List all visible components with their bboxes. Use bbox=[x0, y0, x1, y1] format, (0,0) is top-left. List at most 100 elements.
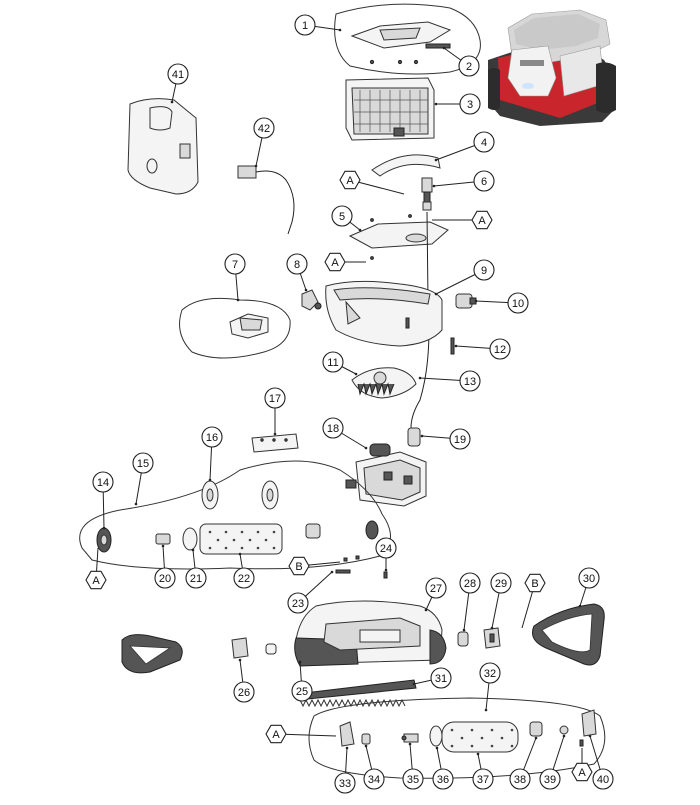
callout-34[interactable]: 34 bbox=[363, 768, 385, 790]
callout-circle-29 bbox=[490, 572, 512, 594]
callout-8[interactable]: 8 bbox=[286, 253, 308, 275]
callout-3[interactable]: 3 bbox=[459, 93, 481, 115]
leader-dot-40 bbox=[588, 734, 592, 738]
callout-16[interactable]: 16 bbox=[201, 426, 223, 448]
callout-circle-23 bbox=[287, 592, 309, 614]
leader-dot-24 bbox=[384, 568, 388, 572]
callout-30[interactable]: 30 bbox=[578, 567, 600, 589]
callout-38[interactable]: 38 bbox=[509, 768, 531, 790]
callout-29[interactable]: 29 bbox=[490, 572, 512, 594]
ref-marker-B-5[interactable]: B bbox=[288, 556, 310, 576]
callout-label-2: 2 bbox=[466, 61, 472, 73]
leader-dot-21 bbox=[191, 548, 195, 552]
leader-dot-34 bbox=[364, 744, 368, 748]
callout-12[interactable]: 12 bbox=[489, 338, 511, 360]
callout-circle-16 bbox=[201, 426, 223, 448]
callout-circle-41 bbox=[167, 63, 189, 85]
ref-marker-A-7[interactable]: A bbox=[265, 724, 287, 744]
callout-32[interactable]: 32 bbox=[479, 662, 501, 684]
part-41-power-supply bbox=[127, 98, 199, 195]
callout-circle-25 bbox=[291, 680, 313, 702]
callout-15[interactable]: 15 bbox=[132, 452, 154, 474]
leader-dot-26 bbox=[238, 658, 242, 662]
callout-circle-1 bbox=[294, 14, 316, 36]
callout-28[interactable]: 28 bbox=[459, 572, 481, 594]
callout-14[interactable]: 14 bbox=[92, 471, 114, 493]
callout-9[interactable]: 9 bbox=[473, 259, 495, 281]
callout-circle-11 bbox=[322, 351, 344, 373]
callout-label-20: 20 bbox=[159, 573, 171, 585]
callout-39[interactable]: 39 bbox=[539, 768, 561, 790]
callout-24[interactable]: 24 bbox=[375, 537, 397, 559]
callout-36[interactable]: 36 bbox=[432, 768, 454, 790]
callout-circle-42 bbox=[253, 117, 275, 139]
callout-18[interactable]: 18 bbox=[322, 417, 344, 439]
ref-label-3: A bbox=[331, 257, 339, 269]
callout-10[interactable]: 10 bbox=[507, 292, 529, 314]
part-22-brush bbox=[182, 523, 283, 555]
ref-hexagon-8 bbox=[571, 762, 593, 782]
part-39-nut bbox=[559, 725, 569, 735]
part-24-pin bbox=[383, 571, 388, 579]
ref-marker-A-8[interactable]: A bbox=[571, 762, 593, 782]
callout-label-31: 31 bbox=[435, 673, 447, 685]
ref-marker-B-6[interactable]: B bbox=[524, 573, 546, 593]
ref-marker-A-3[interactable]: A bbox=[324, 252, 346, 272]
callout-circle-40 bbox=[592, 768, 614, 790]
leader-dot-15 bbox=[134, 502, 138, 506]
callout-40[interactable]: 40 bbox=[592, 768, 614, 790]
ref-marker-A-1[interactable]: A bbox=[339, 170, 361, 190]
leader-dot-20 bbox=[161, 544, 165, 548]
group-outline-32 bbox=[308, 697, 606, 779]
callout-label-39: 39 bbox=[544, 774, 556, 786]
callout-21[interactable]: 21 bbox=[185, 567, 207, 589]
callout-25[interactable]: 25 bbox=[291, 680, 313, 702]
leader-dot-27 bbox=[424, 608, 428, 612]
ref-label-5: B bbox=[295, 561, 302, 573]
callout-circle-39 bbox=[539, 768, 561, 790]
part-4-handle bbox=[371, 154, 441, 177]
callout-1[interactable]: 1 bbox=[294, 14, 316, 36]
ref-hexagon-4 bbox=[85, 570, 107, 590]
part-20-bushing bbox=[155, 533, 171, 545]
callout-33[interactable]: 33 bbox=[334, 772, 356, 794]
part-26-chassis bbox=[294, 600, 447, 667]
callout-26[interactable]: 26 bbox=[233, 681, 255, 703]
part-35-shaft bbox=[401, 733, 419, 743]
callout-11[interactable]: 11 bbox=[322, 351, 344, 373]
callout-22[interactable]: 22 bbox=[233, 567, 255, 589]
callout-35[interactable]: 35 bbox=[402, 768, 424, 790]
callout-23[interactable]: 23 bbox=[287, 592, 309, 614]
callout-circle-36 bbox=[432, 768, 454, 790]
callout-17[interactable]: 17 bbox=[264, 387, 286, 409]
ref-hexagon-1 bbox=[339, 170, 361, 190]
ref-label-1: A bbox=[346, 175, 354, 187]
callout-label-15: 15 bbox=[137, 458, 149, 470]
callout-19[interactable]: 19 bbox=[449, 428, 471, 450]
callout-20[interactable]: 20 bbox=[154, 567, 176, 589]
callout-label-17: 17 bbox=[269, 393, 281, 405]
callout-31[interactable]: 31 bbox=[430, 667, 452, 689]
callout-circle-7 bbox=[224, 253, 246, 275]
part-30-track bbox=[532, 603, 605, 666]
leader-dot-9 bbox=[434, 292, 438, 296]
callout-label-12: 12 bbox=[494, 344, 506, 356]
callout-42[interactable]: 42 bbox=[253, 117, 275, 139]
callout-5[interactable]: 5 bbox=[331, 205, 353, 227]
callout-2[interactable]: 2 bbox=[458, 55, 480, 77]
callout-41[interactable]: 41 bbox=[167, 63, 189, 85]
callout-label-11: 11 bbox=[327, 357, 338, 369]
callout-37[interactable]: 37 bbox=[472, 768, 494, 790]
ref-hexagon-3 bbox=[324, 252, 346, 272]
ref-marker-A-4[interactable]: A bbox=[85, 570, 107, 590]
part-34-washer bbox=[361, 733, 371, 745]
callout-7[interactable]: 7 bbox=[224, 253, 246, 275]
part-17-plate bbox=[251, 433, 299, 453]
callout-27[interactable]: 27 bbox=[425, 577, 447, 599]
part-16-rollers bbox=[201, 480, 279, 510]
ref-marker-A-2[interactable]: A bbox=[471, 210, 493, 230]
callout-6[interactable]: 6 bbox=[473, 170, 495, 192]
callout-label-16: 16 bbox=[206, 432, 218, 444]
callout-13[interactable]: 13 bbox=[459, 370, 481, 392]
callout-4[interactable]: 4 bbox=[473, 131, 495, 153]
